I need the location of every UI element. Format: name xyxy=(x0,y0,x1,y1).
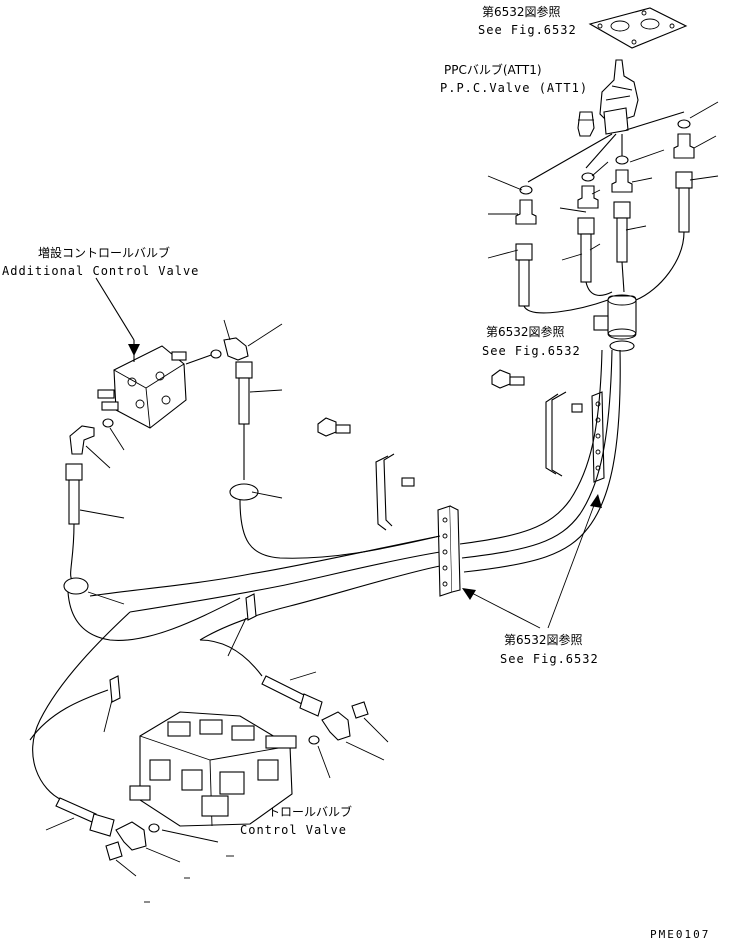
o-ring-addl-right xyxy=(210,349,222,359)
o-ring-addl-left xyxy=(102,418,114,428)
clamp-ring-right xyxy=(229,483,259,501)
bolt-upper xyxy=(491,369,525,389)
pipe-clip-2 xyxy=(109,675,121,703)
bolt-center xyxy=(317,417,351,437)
control-valve-label-en: Control Valve xyxy=(240,823,347,837)
ref-label-low-jp: 第6532図参照 xyxy=(504,632,583,647)
o-ring-ppc-4 xyxy=(677,119,691,129)
adapter-ppc-1 xyxy=(515,199,537,225)
adapter-ctrl-upper xyxy=(351,701,369,719)
o-ring-ppc-1 xyxy=(519,185,533,195)
bracket-right xyxy=(591,391,605,483)
elbow-addl-right xyxy=(223,337,249,361)
additional-valve-label-jp: 増設コントロールバルブ xyxy=(38,245,170,260)
elbow-addl-left xyxy=(69,425,95,455)
ppc-valve-label-jp: PPCバルブ(ATT1) xyxy=(444,62,542,77)
adapter-ppc-4 xyxy=(673,133,695,159)
hose-end-ppc-4 xyxy=(675,171,693,233)
ref-label-mid-jp: 第6532図参照 xyxy=(486,324,565,339)
ppc-valve xyxy=(577,59,639,137)
ref-label-mid-en: See Fig.6532 xyxy=(482,344,581,358)
hose-end-ctrl-upper xyxy=(261,675,323,717)
adapter-ppc-3 xyxy=(611,169,633,193)
top-gasket-plate xyxy=(588,7,688,49)
leader-lines xyxy=(45,101,719,903)
control-valve xyxy=(129,711,297,827)
hose-end-addl-left xyxy=(65,463,83,525)
u-clamp-upper xyxy=(545,391,583,477)
elbow-ctrl-upper xyxy=(321,711,351,741)
arrow-to-additional-valve xyxy=(128,344,140,356)
drawing-code: PME0107 xyxy=(650,928,710,940)
elbow-ctrl-lower xyxy=(115,821,147,851)
ref-label-top-jp: 第6532図参照 xyxy=(482,4,561,19)
pipe-clip-1 xyxy=(245,593,257,621)
ref-label-top-en: See Fig.6532 xyxy=(478,23,577,37)
u-clamp-center xyxy=(375,453,415,531)
o-ring-ctrl-upper xyxy=(308,735,320,745)
bracket-center xyxy=(437,505,461,597)
hose-end-ppc-3 xyxy=(613,201,631,263)
arrow-lower-ref xyxy=(462,494,602,629)
ppc-valve-label-en: P.P.C.Valve (ATT1) xyxy=(440,81,588,95)
adapter-ctrl-lower xyxy=(105,841,123,861)
additional-valve-label-en: Additional Control Valve xyxy=(2,264,199,278)
hose-end-ppc-1 xyxy=(515,243,533,307)
o-ring-ppc-2 xyxy=(581,172,595,182)
hose-clamp-block xyxy=(593,294,637,352)
hose-end-addl-right xyxy=(235,361,253,425)
hose-end-ctrl-lower xyxy=(55,797,115,837)
ref-label-low-en: See Fig.6532 xyxy=(500,652,599,666)
hose-end-ppc-2 xyxy=(577,217,595,283)
clamp-ring-left xyxy=(63,577,89,595)
o-ring-ppc-3 xyxy=(615,155,629,165)
adapter-ppc-2 xyxy=(577,185,599,209)
o-ring-ctrl-lower xyxy=(148,823,160,833)
additional-control-valve xyxy=(97,340,187,429)
pipe-bundle xyxy=(89,349,621,641)
